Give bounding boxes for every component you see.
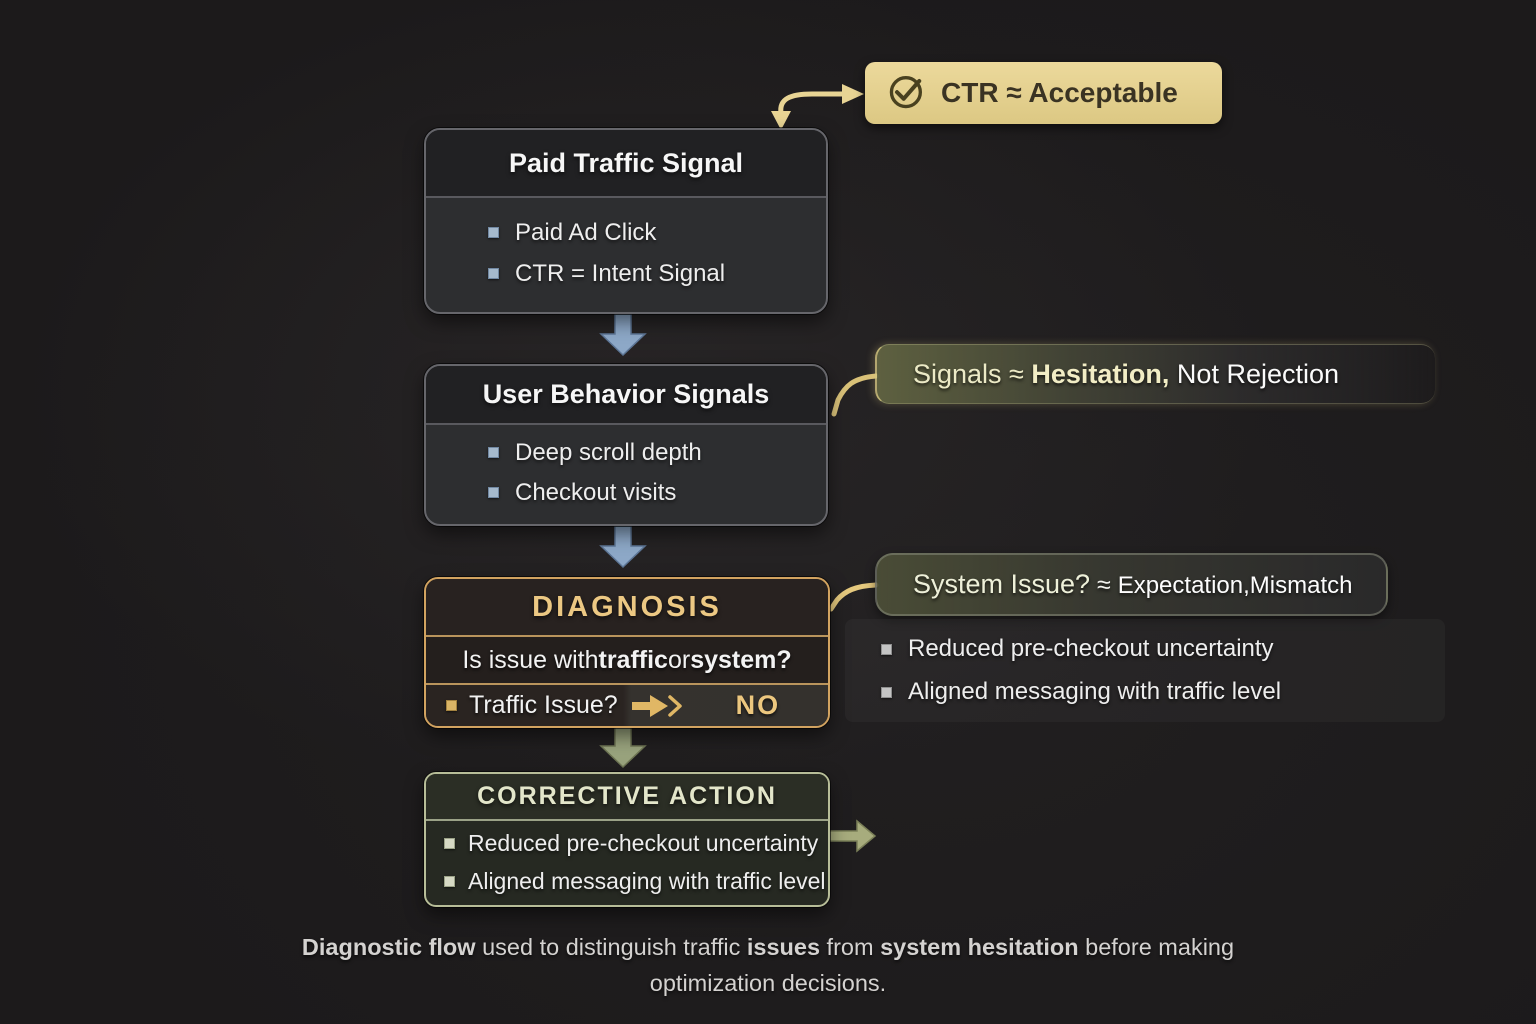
square-bullet-icon bbox=[444, 875, 455, 887]
caption-line: optimization decisions. bbox=[649, 970, 887, 996]
signals-hesitation-callout: Signals ≈ Hesitation, Not Rejection bbox=[875, 344, 1435, 404]
system-issue-details: Reduced pre-checkout uncertainty Aligned… bbox=[845, 619, 1445, 722]
node-title: DIAGNOSIS bbox=[532, 590, 722, 623]
down-arrow-icon bbox=[599, 726, 647, 769]
right-arrow-icon bbox=[827, 819, 877, 853]
node-body: Deep scroll depth Checkout visits bbox=[426, 425, 826, 524]
bullet-text: Deep scroll depth bbox=[515, 438, 702, 466]
ctr-callout-label: CTR ≈ Acceptable bbox=[941, 77, 1178, 108]
list-item: Reduced pre-checkout uncertainty bbox=[881, 635, 1445, 663]
square-bullet-icon bbox=[446, 700, 457, 711]
node-header: Paid Traffic Signal bbox=[426, 130, 826, 198]
node-user-behavior-signals: User Behavior Signals Deep scroll depth … bbox=[424, 364, 828, 526]
diagnosis-question: Is issue with traffic or system? bbox=[426, 637, 828, 685]
square-bullet-icon bbox=[488, 447, 499, 458]
list-item: Aligned messaging with traffic level bbox=[881, 678, 1445, 706]
square-bullet-icon bbox=[488, 268, 499, 279]
system-connector bbox=[828, 582, 879, 612]
node-header: DIAGNOSIS bbox=[426, 579, 828, 637]
node-corrective-action: CORRECTIVE ACTION Reduced pre-checkout u… bbox=[424, 772, 830, 907]
system-issue-callout: System Issue? ≈ Expectation,Mismatch bbox=[875, 553, 1388, 616]
node-header: CORRECTIVE ACTION bbox=[426, 774, 828, 821]
diagnosis-decision-row: Traffic Issue? NO bbox=[426, 685, 828, 726]
node-body: Reduced pre-checkout uncertainty Aligned… bbox=[426, 821, 828, 905]
down-arrow-icon bbox=[599, 313, 647, 357]
node-title: CORRECTIVE ACTION bbox=[477, 782, 777, 810]
caption-line: Diagnostic flow used to distinguish traf… bbox=[301, 934, 1235, 960]
node-title: Paid Traffic Signal bbox=[508, 147, 744, 178]
check-circle-icon bbox=[887, 71, 927, 116]
decision-answer: NO bbox=[735, 690, 781, 720]
decision-label: Traffic Issue? bbox=[469, 691, 618, 719]
list-item: CTR = Intent Signal bbox=[488, 260, 826, 288]
node-diagnosis: DIAGNOSIS Is issue with traffic or syste… bbox=[424, 577, 830, 728]
node-body: Paid Ad Click CTR = Intent Signal bbox=[426, 198, 826, 312]
bullet-text: CTR = Intent Signal bbox=[515, 259, 726, 287]
signals-callout-text: Signals ≈ Hesitation, Not Rejection bbox=[913, 358, 1340, 389]
system-callout-text: System Issue? ≈ Expectation,Mismatch bbox=[913, 569, 1353, 599]
square-bullet-icon bbox=[444, 837, 455, 849]
node-header: User Behavior Signals bbox=[426, 366, 826, 425]
node-title: User Behavior Signals bbox=[482, 379, 770, 409]
bullet-text: Reduced pre-checkout uncertainty bbox=[908, 635, 1274, 662]
square-bullet-icon bbox=[488, 227, 499, 238]
gold-right-arrow-icon bbox=[631, 694, 682, 717]
down-arrow-icon bbox=[599, 525, 647, 569]
ctr-acceptable-callout: CTR ≈ Acceptable bbox=[865, 62, 1222, 124]
bullet-text: Reduced pre-checkout uncertainty bbox=[468, 829, 819, 856]
square-bullet-icon bbox=[881, 686, 892, 698]
square-bullet-icon bbox=[488, 487, 499, 498]
node-paid-traffic-signal: Paid Traffic Signal Paid Ad Click CTR = … bbox=[424, 128, 828, 314]
square-bullet-icon bbox=[881, 643, 892, 655]
signals-connector bbox=[831, 373, 879, 417]
bullet-text: Paid Ad Click bbox=[515, 218, 657, 246]
bullet-text: Aligned messaging with traffic level bbox=[468, 867, 826, 894]
list-item: Paid Ad Click bbox=[488, 219, 826, 247]
bullet-text: Aligned messaging with traffic level bbox=[908, 678, 1282, 705]
list-item: Checkout visits bbox=[488, 479, 826, 507]
list-item: Reduced pre-checkout uncertainty bbox=[444, 830, 828, 857]
diagram-caption: Diagnostic flow used to distinguish traf… bbox=[0, 929, 1536, 1001]
bullet-text: Checkout visits bbox=[515, 478, 677, 506]
list-item: Deep scroll depth bbox=[488, 439, 826, 467]
list-item: Aligned messaging with traffic level bbox=[444, 868, 828, 895]
curved-double-arrow bbox=[771, 84, 864, 130]
